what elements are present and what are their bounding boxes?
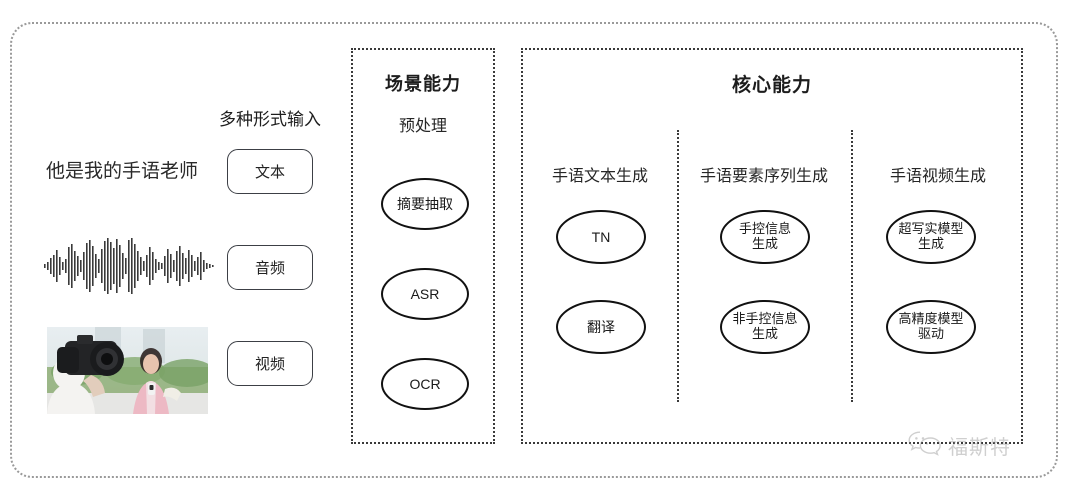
video-thumbnail-icon <box>47 327 208 414</box>
watermark: 福斯特 <box>908 430 1011 461</box>
modality-box-text[interactable]: 文本 <box>227 149 313 194</box>
core-column-divider-1 <box>677 130 679 402</box>
scene-capability-panel: 场景能力 预处理 摘要抽取 ASR OCR <box>351 48 495 444</box>
scene-panel-subtitle: 预处理 <box>398 118 447 135</box>
input-section-heading: 多种形式输入 <box>219 110 321 129</box>
node-summary-extraction[interactable]: 摘要抽取 <box>381 178 469 230</box>
node-ocr[interactable]: OCR <box>381 358 469 410</box>
modality-box-audio[interactable]: 音频 <box>227 245 313 290</box>
modality-box-video[interactable]: 视频 <box>227 341 313 386</box>
core-column-label-element-sequence: 手语要素序列生成 <box>699 168 828 185</box>
core-column-divider-2 <box>851 130 853 402</box>
node-non-manual-signal-generation[interactable]: 非手控信息 生成 <box>720 300 810 354</box>
core-column-label-video-generation: 手语视频生成 <box>889 168 986 185</box>
core-capability-panel: 核心能力 手语文本生成 TN 翻译 手语要素序列生成 手控信息 生成 非手控信息… <box>521 48 1023 444</box>
node-asr[interactable]: ASR <box>381 268 469 320</box>
node-translation[interactable]: 翻译 <box>556 300 646 354</box>
scene-panel-title: 场景能力 <box>385 74 461 94</box>
node-manual-signal-generation[interactable]: 手控信息 生成 <box>720 210 810 264</box>
wechat-icon <box>908 430 942 461</box>
core-panel-title: 核心能力 <box>731 75 812 96</box>
outer-frame <box>10 22 1058 478</box>
node-tn[interactable]: TN <box>556 210 646 264</box>
sample-sentence-text: 他是我的手语老师 <box>46 161 199 182</box>
watermark-text: 福斯特 <box>948 435 1011 459</box>
waveform-icon <box>44 238 216 294</box>
node-high-precision-model-driving[interactable]: 高精度模型 驱动 <box>886 300 976 354</box>
node-hyperrealistic-model-generation[interactable]: 超写实模型 生成 <box>886 210 976 264</box>
core-column-label-text-generation: 手语文本生成 <box>551 168 648 185</box>
